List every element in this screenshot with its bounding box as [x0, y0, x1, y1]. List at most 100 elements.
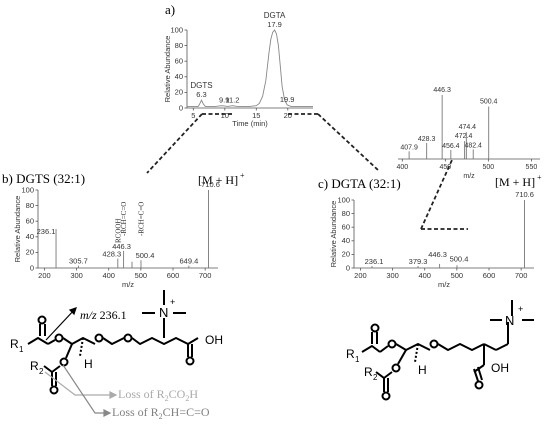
dgta-r2-carbonyl-o [381, 391, 391, 401]
x-tick-label: 10 [221, 111, 229, 120]
mz-236-arrowhead [68, 307, 77, 316]
dgta-n-label: N [505, 313, 514, 328]
peak-annotation: 17.9 [267, 20, 282, 29]
dgts-chain-3 [131, 337, 189, 345]
x-tick-label: 700 [199, 271, 212, 280]
fragment-label: -RCH=C=O [120, 202, 128, 236]
peak-label: 482.4 [464, 142, 482, 149]
y-tick-label: 20 [175, 88, 183, 97]
panel-b-label: b) DGTS (32:1) [2, 171, 85, 186]
dgta-glycerol-chain [395, 343, 431, 351]
x-tick-label: 200 [354, 271, 367, 280]
dgts-ester-bond [47, 339, 56, 345]
dgta-r2-chain [375, 371, 393, 379]
y-tick-label: 0 [179, 103, 183, 112]
dgta-n-charge: + [518, 304, 523, 314]
dgta-ether-o [429, 339, 439, 349]
dgts-ether-o2 [123, 333, 133, 343]
dgts-cooh-bond [187, 337, 199, 345]
peak-label: 500.4 [480, 99, 498, 106]
x-tick-label: 600 [483, 271, 496, 280]
x-tick-label: 550 [526, 164, 538, 171]
dgts-r2-label: R [30, 359, 39, 373]
fragment-label: RCOOH [114, 218, 122, 243]
peak-name-label: DGTS [190, 81, 212, 90]
y-tick-label: 0 [30, 263, 34, 272]
peak-label: 710.6 [515, 190, 534, 199]
peak-label: 474.4 [459, 124, 477, 131]
loss-co2h-sub: 2 [165, 394, 169, 403]
y-axis-label: Relative Abundance [13, 196, 22, 263]
x-tick-label: 15 [252, 111, 260, 120]
dgts-chain-2 [102, 337, 125, 345]
peak-label: 446.3 [428, 250, 447, 259]
peak-annotation: 19.9 [280, 95, 295, 104]
y-tick-label: 60 [175, 57, 183, 66]
dgta-oh-label: OH [491, 361, 509, 375]
dgta-h-label: H [418, 363, 427, 377]
dgta-r2-sub: 2 [373, 373, 378, 382]
dgts-n-charge: + [170, 297, 175, 307]
dgta-r1-label: R [346, 347, 355, 361]
x-axis-label: m/z [463, 173, 475, 180]
x-tick-label: 400 [418, 271, 431, 280]
x-tick-label: 700 [515, 271, 528, 280]
dgta-structure-labels: R 1 R 2 H OH N + [346, 304, 523, 382]
loss-co2h-arrow [44, 371, 112, 396]
y-tick-label: 40 [342, 236, 350, 245]
dgta-carbonyl-o [370, 323, 380, 333]
dgta-structure [361, 300, 534, 401]
dgts-h-label: H [84, 357, 93, 371]
x-tick-label: 500 [451, 271, 464, 280]
fragment-label: -RCH=C=O [137, 202, 145, 236]
mz-236-value: 236.1 [97, 308, 127, 322]
dgta-stereo-bond [414, 343, 419, 363]
y-tick-label: 100 [337, 195, 350, 204]
peak-annotation: 9.9 [219, 96, 229, 105]
dgts-r2-carbonyl-o [49, 385, 59, 395]
loss-ketene-arrowhead [103, 409, 112, 417]
dgta-ester-bond [379, 345, 389, 353]
peak-annotation: 11.2 [225, 96, 239, 105]
x-tick-label: 300 [70, 271, 83, 280]
dgta-r2-link [397, 349, 407, 365]
dgta-chain [437, 343, 485, 351]
mz-236-arrow [45, 307, 77, 341]
dgts-cooh-o [185, 356, 195, 366]
peak-label: 236.1 [365, 257, 384, 266]
dgta-ester-o [387, 339, 397, 349]
fragmentation-arrows [44, 307, 118, 417]
x-axis-label: Time (min) [232, 119, 268, 128]
loss-ketene-label: Loss of R2CH=C=O [112, 405, 210, 421]
x-axis-label: m/z [438, 280, 450, 289]
dgta-co-bond-2 [477, 366, 483, 381]
mh-charge-b: + [240, 171, 245, 180]
x-axis-label: m/z [122, 280, 134, 289]
x-tick-label: 600 [167, 271, 180, 280]
peak-label: 305.7 [69, 257, 88, 266]
chromatogram-trace [187, 29, 313, 107]
dgta-r2-label: R [364, 365, 373, 379]
y-tick-label: 80 [175, 41, 183, 50]
panel-a-label: a) [165, 2, 175, 17]
y-tick-label: 80 [26, 201, 34, 210]
x-tick-label: 500 [483, 164, 495, 171]
dgta-r2-o [391, 363, 401, 373]
dgts-r2-link [65, 343, 73, 359]
x-tick-label: 400 [102, 271, 115, 280]
mh-label-c: [M + H] [495, 175, 535, 189]
loss-co2h-end: H [189, 387, 198, 401]
x-tick-label: 5 [191, 111, 195, 120]
peak-label: 456.4 [442, 143, 460, 150]
loss-ketene-prefix: Loss of R [112, 405, 159, 419]
dgts-ester-o [54, 333, 64, 343]
dgta-r1-sub: 1 [355, 355, 360, 364]
dgts-stereo-bond [79, 337, 84, 357]
loss-ketene-arrow [62, 364, 106, 414]
dgta-co-bond-3 [473, 368, 479, 382]
y-axis-label: Relative Abundance [329, 201, 338, 268]
